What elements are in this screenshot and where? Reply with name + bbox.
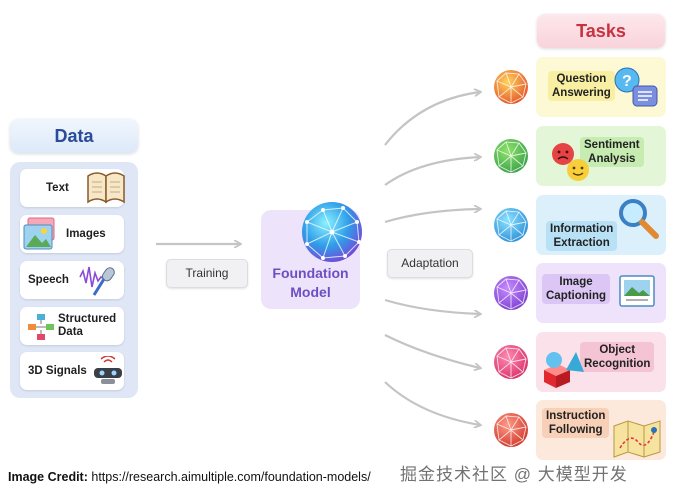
foundation-model-label: Foundation Model <box>261 264 360 302</box>
data-item-structured-data: Structured Data <box>20 307 124 345</box>
images-icon <box>23 217 55 250</box>
data-item-label: Speech <box>28 274 69 286</box>
microphone-icon <box>79 266 115 296</box>
foundation-model-line2: Model <box>290 284 331 300</box>
sensor-icon <box>94 356 122 384</box>
task-label-line2: Captioning <box>546 290 607 302</box>
task-label-line1: Object <box>599 344 636 356</box>
data-item-3d-signals: 3D Signals <box>20 352 124 390</box>
arrow-to-sentiment-analysis <box>384 157 480 186</box>
task-label-line2: Extraction <box>553 237 610 249</box>
map-icon <box>613 420 661 458</box>
tasks-header: Tasks <box>537 14 665 48</box>
task-label-line2: Answering <box>552 87 611 99</box>
training-label: Training <box>166 259 248 288</box>
data-item-label: Data <box>58 326 83 338</box>
task-label-line1: Sentiment <box>584 139 640 151</box>
data-item-text: Text <box>20 169 125 207</box>
foundation-model-globe-icon <box>302 202 362 262</box>
arrow-to-image-captioning <box>384 298 480 314</box>
task-globe-icon <box>494 276 528 310</box>
task-label-line2: Recognition <box>584 358 651 370</box>
task-globe-icon <box>494 139 528 173</box>
image-credit-url: https://research.aimultiple.com/foundati… <box>91 470 371 484</box>
svg-text:?: ? <box>622 73 632 90</box>
task-globe-icon <box>494 345 528 379</box>
image-credit-label: Image Credit: <box>8 470 88 484</box>
data-item-speech: Speech <box>20 261 124 299</box>
task-globe-icon <box>494 70 528 104</box>
task-globe-icon <box>494 208 528 242</box>
task-label-line1: Information <box>550 223 614 235</box>
arrow-to-instruction-following <box>384 381 480 425</box>
magnifier-icon <box>619 199 659 239</box>
task-label-line1: Question <box>556 73 607 85</box>
arrow-to-information-extraction <box>384 209 480 224</box>
arrow-to-object-recognition <box>384 334 480 368</box>
question-bubble-icon: ? <box>614 67 658 107</box>
foundation-model-line1: Foundation <box>272 265 349 281</box>
image-credit: Image Credit: https://research.aimultipl… <box>8 470 371 484</box>
task-label-line1: Image <box>559 276 593 288</box>
flowchart-icon <box>28 314 54 340</box>
arrow-to-question-answering <box>384 92 480 146</box>
shapes-icon <box>544 352 584 388</box>
task-label-line2: Analysis <box>588 153 636 165</box>
data-item-label: Structured <box>58 313 117 325</box>
data-header: Data <box>10 119 138 153</box>
emoji-faces-icon <box>552 143 589 181</box>
picture-frame-icon <box>619 275 655 307</box>
adaptation-label: Adaptation <box>387 249 473 278</box>
book-icon <box>87 172 125 204</box>
data-item-label: Images <box>66 228 106 240</box>
data-item-images: Images <box>20 215 124 253</box>
data-item-label: 3D Signals <box>28 365 87 377</box>
watermark: 掘金技术社区 @ 大模型开发 <box>400 465 628 484</box>
task-label-line1: Instruction <box>546 410 606 422</box>
data-item-label: Text <box>46 182 69 194</box>
task-globe-icon <box>494 413 528 447</box>
task-label-line2: Following <box>548 424 603 436</box>
